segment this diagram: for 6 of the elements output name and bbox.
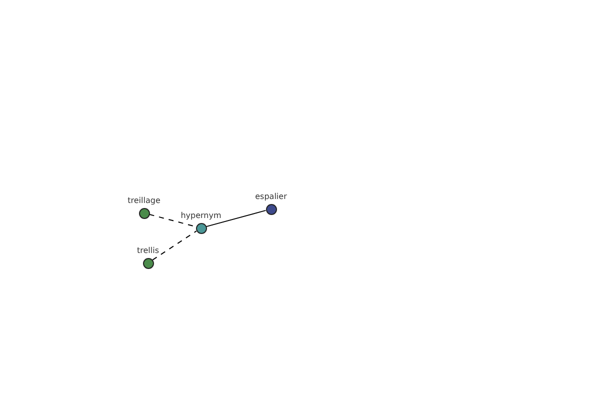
node-label: treillage — [128, 196, 160, 205]
node-label: hypernym — [180, 211, 222, 220]
connector-line — [206, 210, 266, 228]
node-label: trellis — [137, 246, 159, 255]
node-label: espalier — [255, 192, 287, 201]
connector-line — [152, 230, 197, 260]
